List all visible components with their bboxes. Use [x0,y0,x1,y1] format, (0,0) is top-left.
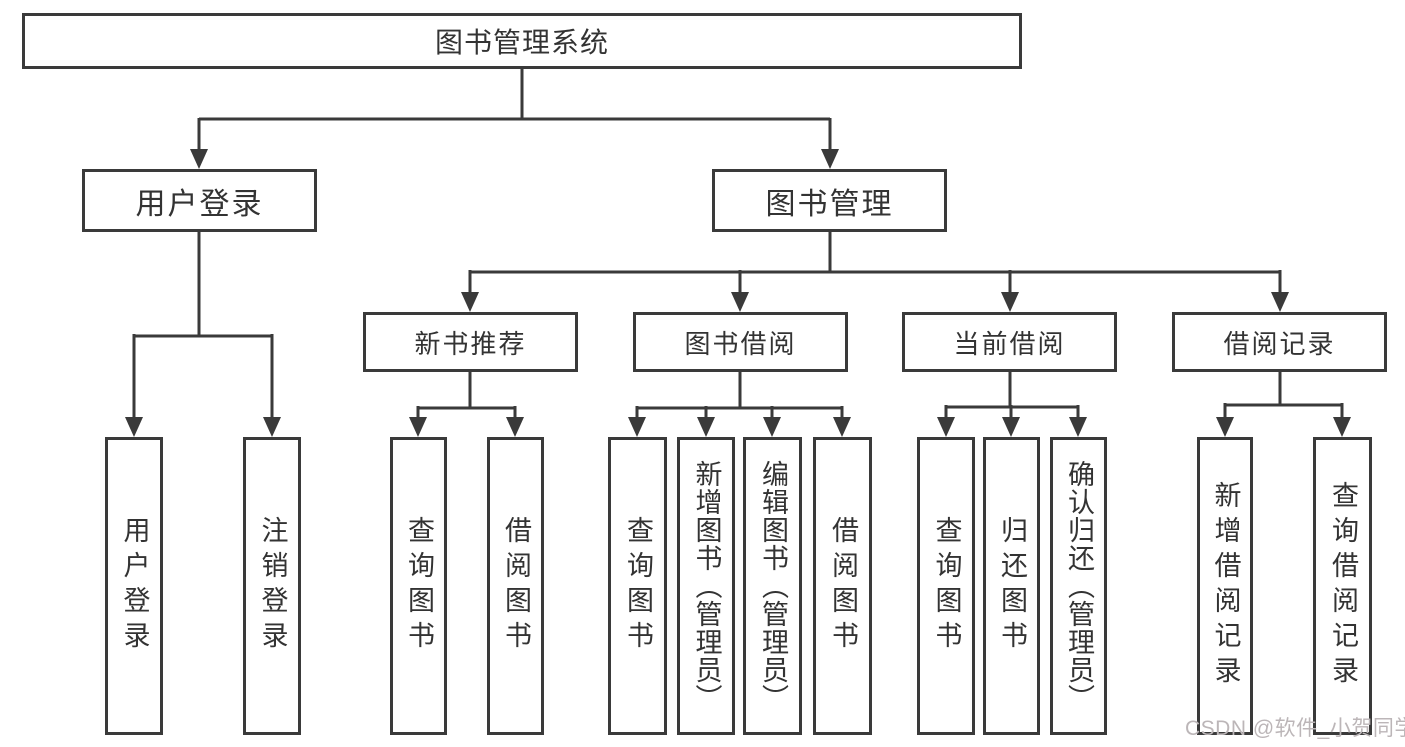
leaf-label: 确认归还（管理员） [1064,460,1094,712]
leaf-user-login: 用户登录 [105,437,163,735]
leaf-borrow-edit-books-admin: 编辑图书（管理员） [743,437,802,735]
leaf-label: 新增借阅记录 [1210,481,1241,691]
leaf-label: 查询图书 [404,516,434,656]
watermark: CSDN @软件_小贺同学 [1185,717,1405,740]
leaf-label: 查询借阅记录 [1328,481,1358,691]
node-user-login-branch: 用户登录 [82,169,317,232]
leaf-label: 查询图书 [623,516,653,656]
leaf-borrow-add-books-admin: 新增图书（管理员） [677,437,735,735]
leaf-label: 归还图书 [997,516,1027,656]
leaf-label: 借阅图书 [501,516,531,656]
leaf-records-query-record: 查询借阅记录 [1313,437,1372,735]
leaf-newbooks-query-books: 查询图书 [390,437,447,735]
leaf-label: 新增图书（管理员） [691,460,722,712]
node-new-book-recommend: 新书推荐 [363,312,578,372]
tree-edges [132,69,1344,419]
leaf-label: 查询图书 [931,516,962,656]
leaf-label: 用户登录 [119,516,150,656]
node-borrowing-records: 借阅记录 [1172,312,1387,372]
leaf-label: 编辑图书（管理员） [758,460,788,712]
node-book-management: 图书管理 [712,169,947,232]
arrowhead-icons [125,149,1351,437]
node-library-system: 图书管理系统 [22,13,1022,69]
leaf-borrow-query-books: 查询图书 [608,437,667,735]
node-current-borrowing: 当前借阅 [902,312,1117,372]
leaf-newbooks-borrow-books: 借阅图书 [487,437,544,735]
leaf-borrow-borrow-books: 借阅图书 [813,437,872,735]
leaf-current-query-books: 查询图书 [917,437,975,735]
leaf-label: 注销登录 [257,516,288,656]
leaf-records-add-record: 新增借阅记录 [1197,437,1253,735]
leaf-label: 借阅图书 [828,516,858,656]
node-book-borrowing: 图书借阅 [633,312,848,372]
leaf-logout: 注销登录 [243,437,301,735]
leaf-current-confirm-return-admin: 确认归还（管理员） [1050,437,1107,735]
leaf-current-return-books: 归还图书 [983,437,1040,735]
